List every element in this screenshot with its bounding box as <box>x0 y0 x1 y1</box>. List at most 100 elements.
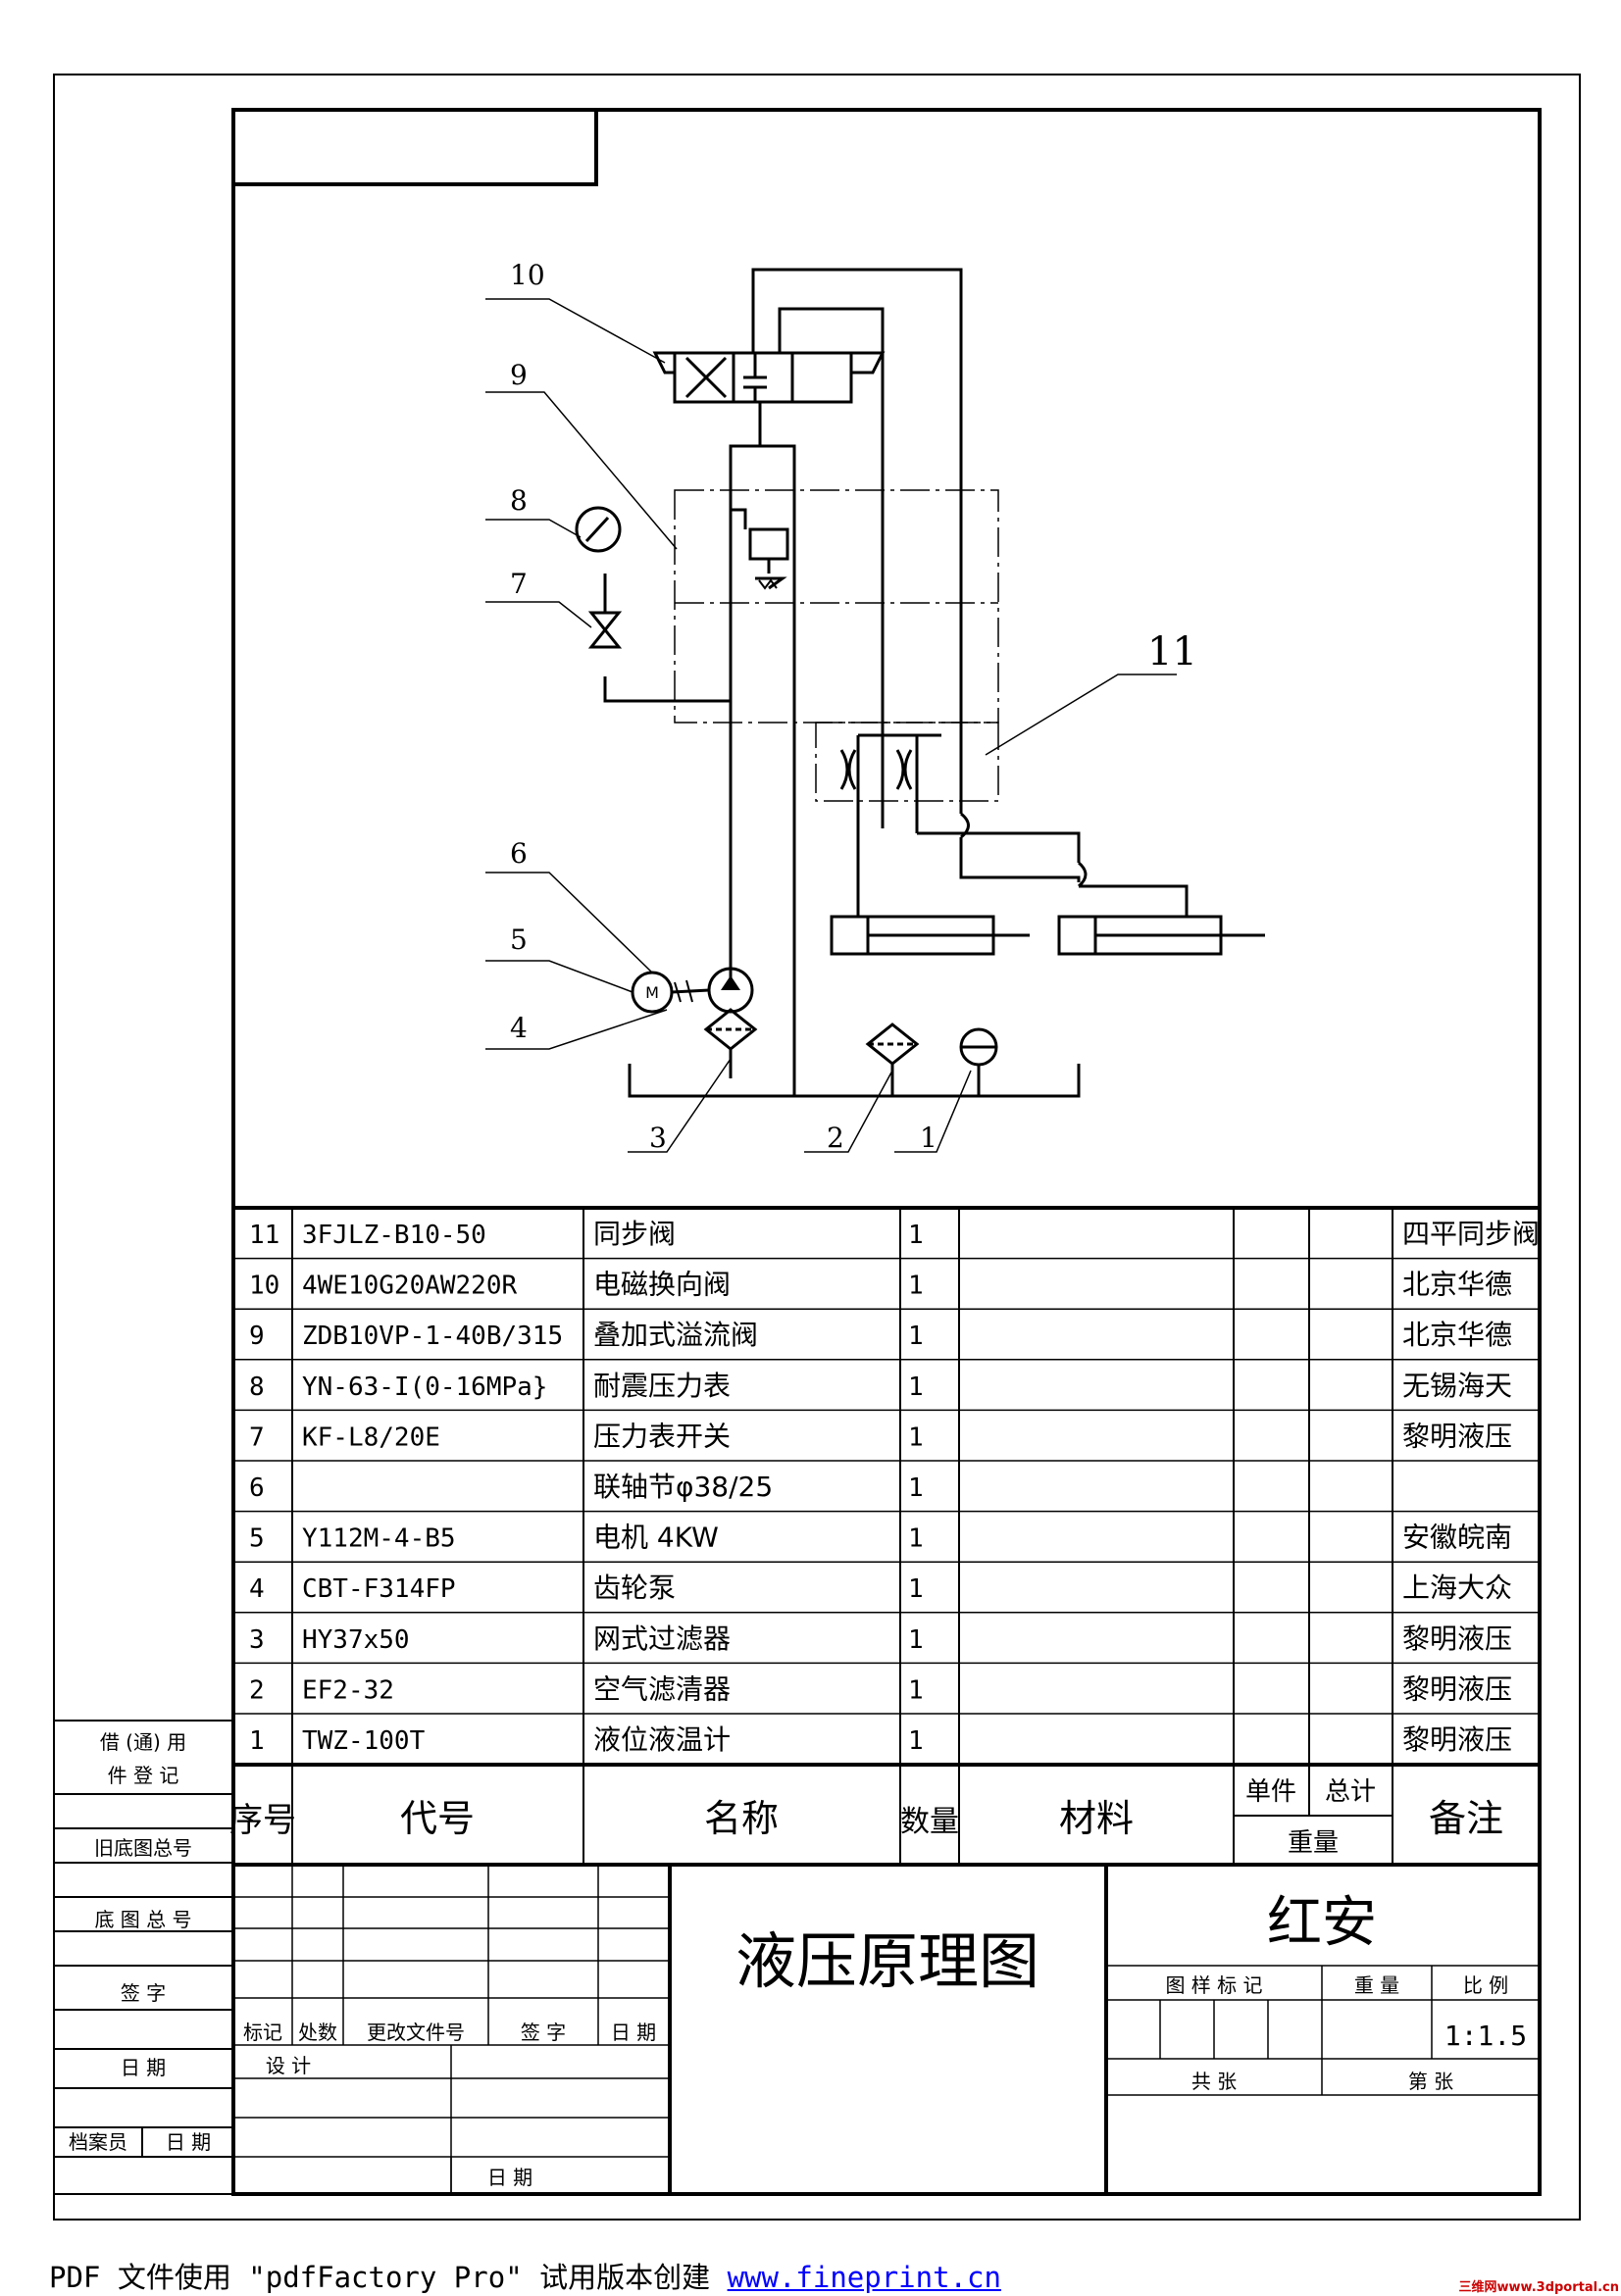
parts-cell-name: 液位液温计 <box>593 1723 731 1756</box>
coupling-6 <box>674 979 693 1003</box>
parts-cell-code: KF-L8/20E <box>302 1423 440 1452</box>
side-borrow-1: 借 (通) 用 <box>100 1730 186 1754</box>
header-no: 序号 <box>229 1801 296 1840</box>
callout-4: 4 <box>510 1012 528 1044</box>
parts-cell-qty: 1 <box>908 1322 924 1351</box>
company-name: 红安 <box>1267 1891 1377 1955</box>
pressure-line <box>729 444 796 1096</box>
tb-date: 日 期 <box>611 2021 656 2044</box>
callout-3: 3 <box>649 1122 667 1154</box>
parts-cell-code: ZDB10VP-1-40B/315 <box>302 1322 563 1351</box>
header-unit: 单件 <box>1245 1777 1296 1807</box>
header-material: 材料 <box>1059 1797 1134 1840</box>
tb-weight: 重 量 <box>1354 1973 1399 1997</box>
parts-cell-no: 2 <box>249 1675 265 1705</box>
tb-mark: 标记 <box>243 2021 282 2044</box>
parts-cell-code: TWZ-100T <box>302 1726 426 1756</box>
parts-cell-name: 齿轮泵 <box>593 1572 676 1604</box>
tb-count: 处数 <box>298 2021 337 2044</box>
parts-cell-name: 电磁换向阀 <box>593 1269 731 1301</box>
parts-cell-no: 5 <box>249 1524 265 1554</box>
watermark: 三维网www.3dportal.cn <box>1456 2276 1621 2295</box>
side-date: 日 期 <box>121 2056 166 2079</box>
parts-cell-code: 3FJLZ-B10-50 <box>302 1221 486 1250</box>
footer-link[interactable]: www.fineprint.cn <box>727 2261 1001 2294</box>
header-total: 总计 <box>1325 1777 1376 1807</box>
parts-cell-name: 电机 4KW <box>593 1522 719 1554</box>
tb-total-sheets: 共 张 <box>1191 2070 1237 2093</box>
parts-cell-name: 网式过滤器 <box>593 1622 731 1655</box>
side-strip-grid <box>53 1720 234 2195</box>
solenoid-right <box>851 351 886 374</box>
side-archivist: 档案员 <box>69 2130 127 2154</box>
tb-sheet-no: 第 张 <box>1408 2070 1453 2093</box>
gauge-switch-7 <box>587 611 623 649</box>
parts-cell-code: HY37x50 <box>302 1625 410 1655</box>
parts-cell-note: 四平同步阀 <box>1402 1218 1540 1250</box>
tb-scale-label: 比 例 <box>1463 1973 1508 1997</box>
parts-cell-code: 4WE10G20AW220R <box>302 1272 517 1301</box>
callout-10: 10 <box>510 259 545 291</box>
parts-cell-no: 9 <box>249 1322 265 1351</box>
header-code: 代号 <box>400 1797 475 1840</box>
parts-cell-name: 联轴节φ38/25 <box>593 1471 773 1503</box>
sync-orifice-right <box>895 749 913 790</box>
header-weight: 重量 <box>1288 1828 1339 1858</box>
sync-orifice-left <box>839 749 857 790</box>
hydraulic-circuit <box>575 268 1265 1098</box>
parts-cell-note: 北京华德 <box>1402 1319 1512 1351</box>
parts-cell-qty: 1 <box>908 1221 924 1250</box>
parts-cell-qty: 1 <box>908 1373 924 1402</box>
side-borrow-2: 件 登 记 <box>108 1764 179 1787</box>
parts-cell-note: 黎明液压 <box>1402 1723 1512 1756</box>
parts-cell-code: Y112M-4-B5 <box>302 1524 456 1554</box>
side-signature: 签 字 <box>121 1981 166 2005</box>
parts-cell-name: 同步阀 <box>593 1218 676 1250</box>
parts-cell-qty: 1 <box>908 1524 924 1554</box>
inner-frame <box>231 108 1542 2196</box>
parts-cell-no: 1 <box>249 1726 265 1756</box>
header-note: 备注 <box>1429 1797 1503 1840</box>
parts-cell-qty: 1 <box>908 1625 924 1655</box>
callout-6: 6 <box>510 837 528 870</box>
parts-cell-note: 黎明液压 <box>1402 1672 1512 1705</box>
footer-text: PDF 文件使用 "pdfFactory Pro" 试用版本创建 <box>49 2261 728 2294</box>
callout-2: 2 <box>827 1122 844 1154</box>
parts-cell-note: 上海大众 <box>1402 1572 1512 1604</box>
header-qty: 数量 <box>900 1805 959 1839</box>
parts-cell-no: 3 <box>249 1625 265 1655</box>
callout-9: 9 <box>510 359 528 391</box>
parts-cell-note: 黎明液压 <box>1402 1622 1512 1655</box>
oil-tank <box>628 1064 1081 1098</box>
parts-cell-no: 4 <box>249 1574 265 1604</box>
side-archivist-date: 日 期 <box>166 2130 211 2154</box>
parts-cell-name: 压力表开关 <box>593 1420 731 1452</box>
parts-cell-no: 7 <box>249 1423 265 1452</box>
parts-cell-no: 11 <box>249 1221 279 1250</box>
callout-7: 7 <box>510 568 528 600</box>
drawing-title: 液压原理图 <box>735 1925 1039 1997</box>
callout-11: 11 <box>1147 629 1197 674</box>
relief-valve <box>748 527 789 561</box>
parts-cell-name: 空气滤清器 <box>593 1672 731 1705</box>
title-block-grid <box>233 1863 1540 2196</box>
callout-8: 8 <box>510 484 528 517</box>
outer-frame <box>53 74 1581 2221</box>
parts-cell-qty: 1 <box>908 1272 924 1301</box>
parts-cell-qty: 1 <box>908 1726 924 1756</box>
callout-1: 1 <box>920 1122 937 1154</box>
parts-cell-code: EF2-32 <box>302 1675 394 1705</box>
valve-stack-outlines <box>674 489 999 802</box>
top-left-tag-box <box>231 108 598 186</box>
tb-scale-value: 1:1.5 <box>1444 2020 1527 2052</box>
solenoid-left <box>652 351 675 374</box>
pressure-gauge-8 <box>575 506 622 553</box>
pump-arrow <box>721 975 740 990</box>
parts-cell-qty: 1 <box>908 1423 924 1452</box>
parts-cell-no: 10 <box>249 1272 279 1301</box>
parts-cell-name: 耐震压力表 <box>593 1370 731 1402</box>
parts-cell-note: 黎明液压 <box>1402 1420 1512 1452</box>
tb-design: 设 计 <box>266 2054 311 2077</box>
side-base-no: 底 图 总 号 <box>94 1908 191 1931</box>
